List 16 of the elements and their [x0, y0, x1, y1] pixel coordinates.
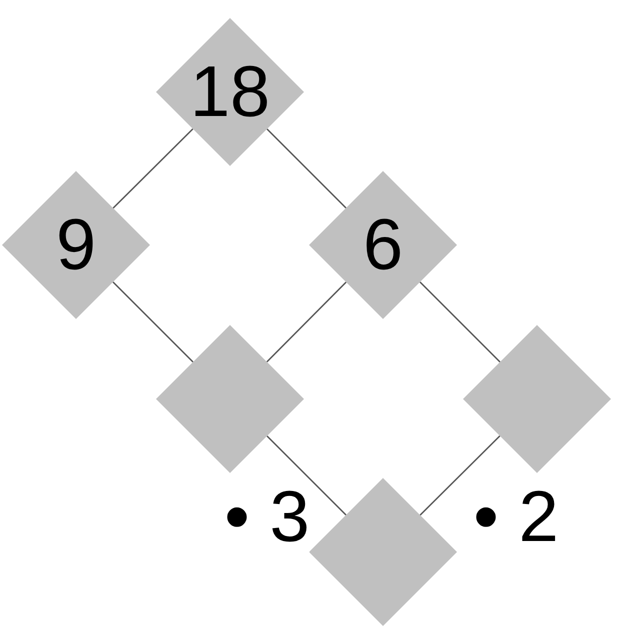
connector-line [112, 282, 194, 362]
node-number: 6 [362, 209, 404, 281]
diamond-node [156, 18, 304, 166]
connector-line [266, 128, 346, 208]
connector-line [420, 282, 500, 362]
diamond-node [156, 325, 304, 473]
connector-line [112, 128, 194, 209]
connector-line [266, 282, 347, 362]
node-number: 9 [56, 209, 96, 281]
connector-line [266, 436, 346, 516]
connector-line [420, 435, 500, 516]
diamond-node [309, 171, 457, 319]
node-number: 18 [190, 56, 270, 128]
diamond-node [463, 325, 611, 473]
diamond-node [309, 478, 457, 626]
diamond-node [2, 171, 150, 319]
